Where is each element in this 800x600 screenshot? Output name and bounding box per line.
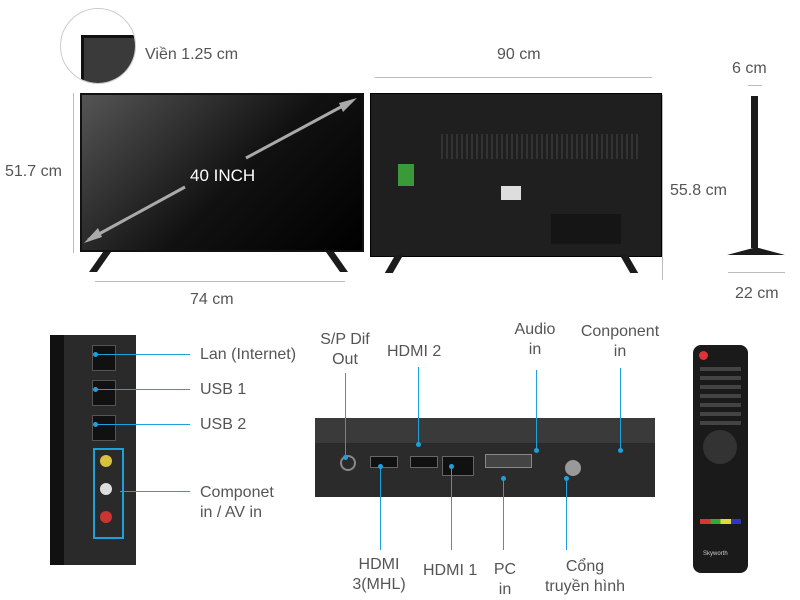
tv-side	[751, 96, 758, 248]
rear-port-panel	[315, 418, 655, 497]
component-highlight	[93, 448, 124, 539]
hdmi2-label: HDMI 2	[387, 343, 442, 360]
pc-in-label: PC in	[490, 560, 520, 600]
pc-in-label-1: PC	[493, 561, 517, 578]
lan-label: Lan (Internet)	[200, 346, 297, 363]
tv-back	[370, 93, 662, 257]
tv-port-label-2: truyền hình	[544, 578, 626, 595]
front-height-label: 51.7 cm	[5, 163, 62, 180]
back-width-line	[375, 77, 652, 78]
pc-in-label-2: in	[498, 581, 512, 598]
hdmi3-label-2: 3(MHL)	[352, 576, 406, 593]
audio-in-label-1: Audio	[514, 321, 556, 338]
bezel-label: Viền 1.25 cm	[145, 46, 239, 63]
usb1-label: USB 1	[200, 381, 247, 398]
spdif-label-2: Out	[332, 351, 358, 368]
audio-in-label: Audio in	[505, 320, 565, 360]
stand-depth-line	[728, 272, 785, 273]
front-height-line	[73, 93, 74, 253]
bezel-detail	[60, 8, 136, 84]
hdmi3-label-1: HDMI	[358, 556, 400, 573]
front-width-label: 74 cm	[190, 291, 234, 308]
component-in-label-2: in	[613, 343, 627, 360]
component-in-label: Conponent in	[574, 322, 666, 362]
front-width-line	[95, 281, 345, 282]
component-in-label-1: Conponent	[580, 323, 660, 340]
spdif-label-1: S/P Dif	[320, 331, 370, 348]
remote-control: Skyworth	[693, 345, 748, 573]
tv-side-stand	[727, 248, 785, 255]
audio-in-label-2: in	[528, 341, 542, 358]
screen-size-label: 40 INCH	[190, 166, 256, 185]
back-height-label: 55.8 cm	[670, 182, 727, 199]
back-width-label: 90 cm	[497, 46, 541, 63]
stand-depth-label: 22 cm	[735, 285, 779, 302]
hdmi3-label: HDMI 3(MHL)	[346, 555, 412, 595]
hdmi1-label: HDMI 1	[423, 562, 478, 579]
component-av-label-1: Componet	[200, 484, 274, 501]
component-av-label-2: in / AV in	[200, 504, 262, 521]
remote-brand: Skyworth	[703, 551, 728, 557]
tv-port-label: Cổng truyền hình	[535, 557, 635, 597]
depth-top-label: 6 cm	[732, 60, 767, 77]
depth-line	[748, 85, 762, 86]
back-height-line	[662, 95, 663, 280]
tv-port-label-1: Cổng	[565, 558, 605, 575]
usb2-label: USB 2	[200, 416, 247, 433]
